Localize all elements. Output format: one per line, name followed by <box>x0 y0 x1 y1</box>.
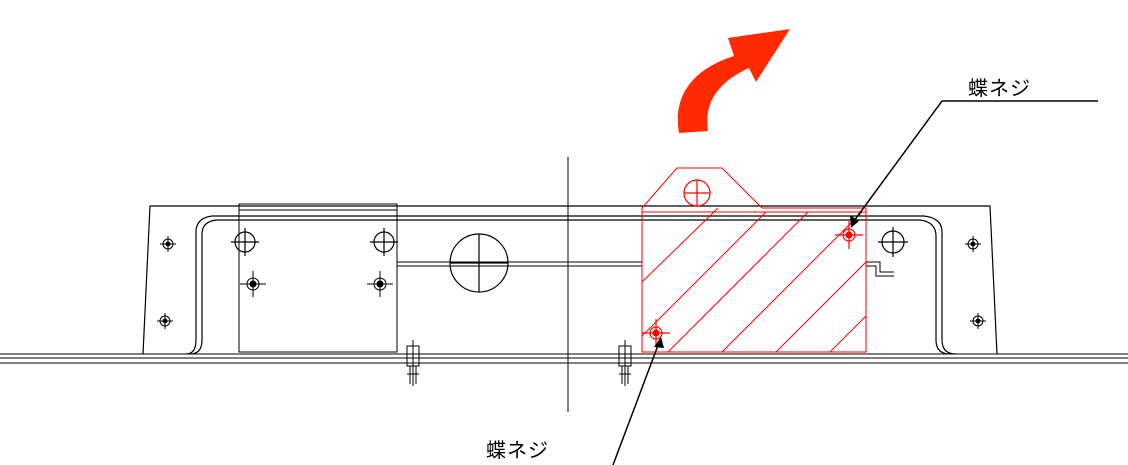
screw-2 <box>157 313 173 329</box>
screw-4 <box>367 271 393 297</box>
housing-frame <box>142 205 998 355</box>
screw-5 <box>965 236 981 252</box>
arrowhead-top <box>850 215 859 228</box>
wing-screw-left <box>642 319 670 347</box>
hole-right <box>878 227 908 257</box>
leader-top <box>850 100 1098 226</box>
bolts <box>406 340 632 386</box>
screw-symbols <box>157 236 986 329</box>
wing-screws <box>642 221 863 347</box>
hole-large-center <box>449 233 509 293</box>
wing-screw-right <box>835 221 863 249</box>
bolt-left <box>406 340 420 386</box>
rotating-bracket <box>641 167 867 353</box>
wing-screw-label-top: 蝶ネジ <box>968 76 1031 100</box>
rotation-arrow <box>677 29 790 133</box>
hole-mid-top <box>370 228 398 256</box>
wing-screw-label-bottom: 蝶ネジ <box>486 438 549 462</box>
leader-bottom <box>612 339 661 465</box>
bolt-mid <box>618 340 632 386</box>
base-plate <box>0 353 1128 364</box>
hole-left-top <box>231 228 259 256</box>
leader-arrowheads <box>654 215 859 348</box>
screw-1 <box>160 236 176 252</box>
screw-3 <box>240 271 266 297</box>
leader-lines <box>612 100 1098 465</box>
screw-6 <box>970 313 986 329</box>
hole-red-top <box>683 179 711 207</box>
left-block <box>238 203 894 353</box>
arrowhead-bottom <box>654 337 664 348</box>
mounting-holes <box>231 179 908 293</box>
